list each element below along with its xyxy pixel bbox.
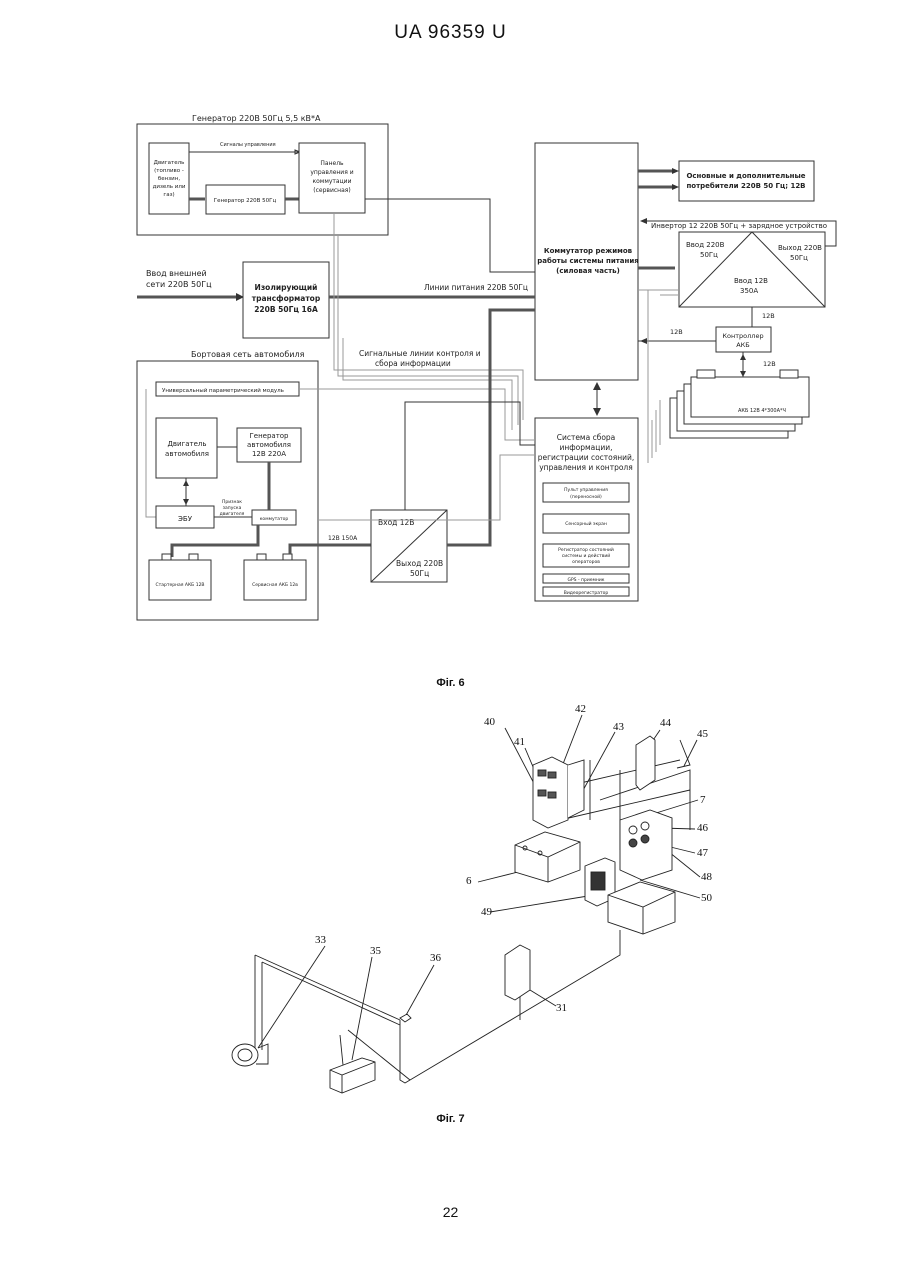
label-7: 7 <box>700 794 706 806</box>
label-41: 41 <box>514 736 525 748</box>
label-33: 33 <box>315 934 327 946</box>
label-43: 43 <box>613 721 625 733</box>
label-36: 36 <box>430 952 442 964</box>
label-6: 6 <box>466 875 472 887</box>
label-35: 35 <box>370 945 382 957</box>
label-47: 47 <box>697 847 709 859</box>
page-number: 22 <box>0 1204 901 1220</box>
label-45: 45 <box>697 728 709 740</box>
label-44: 44 <box>660 717 672 729</box>
label-31: 31 <box>556 1002 567 1014</box>
label-40: 40 <box>484 716 496 728</box>
fig7-caption: Фіг. 7 <box>0 1113 901 1125</box>
label-46: 46 <box>697 822 709 834</box>
label-50: 50 <box>701 892 713 904</box>
label-48: 48 <box>701 871 713 883</box>
label-42: 42 <box>575 703 586 715</box>
